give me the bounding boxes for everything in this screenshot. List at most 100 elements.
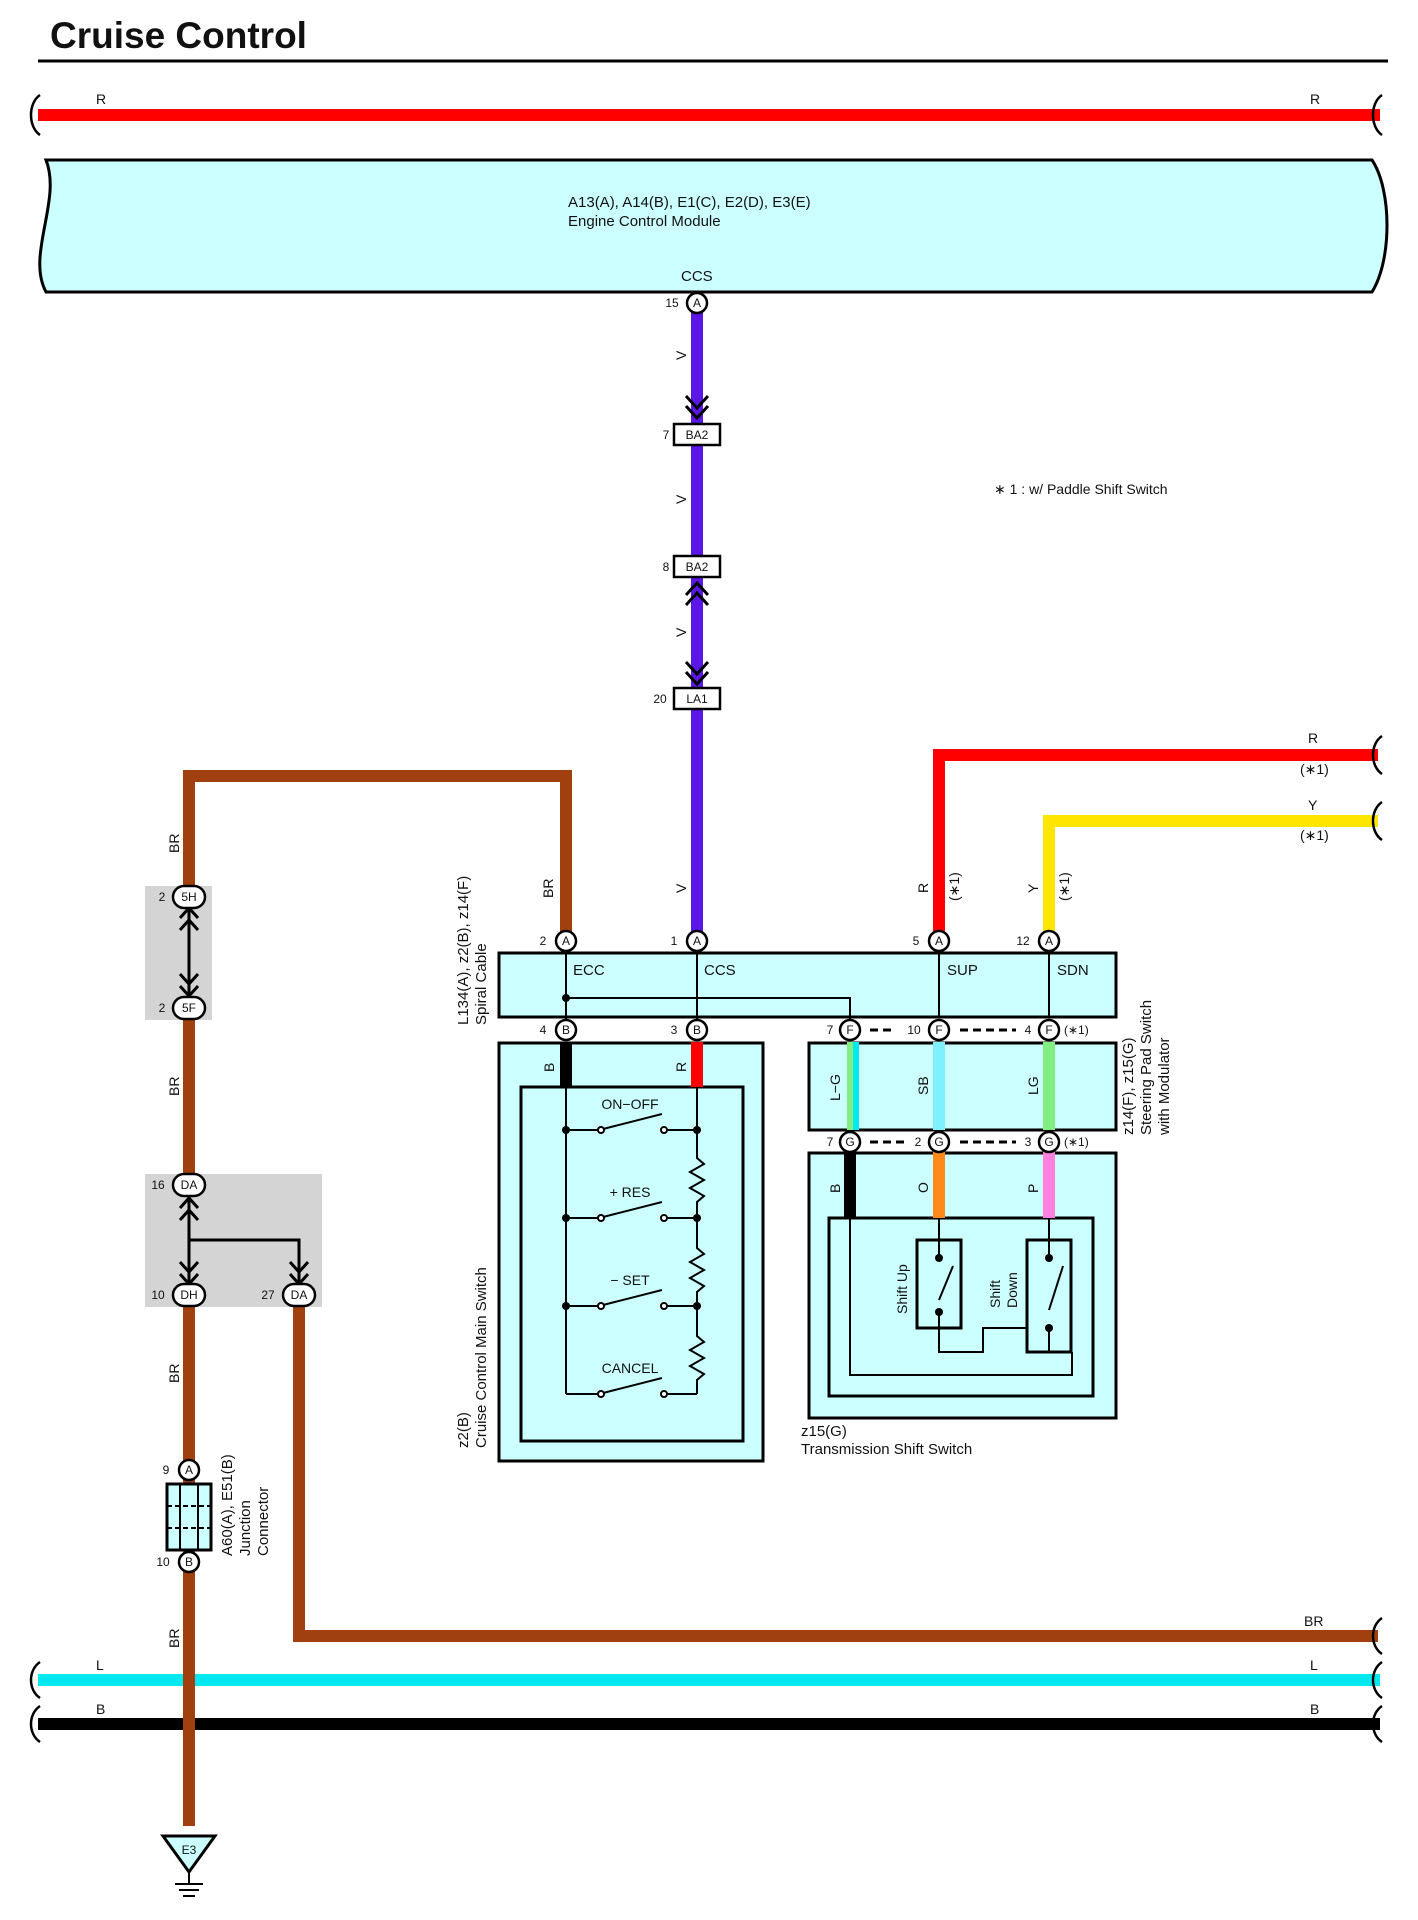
svg-text:7: 7 (663, 428, 670, 442)
svg-text:A60(A), E51(B): A60(A), E51(B) (219, 1454, 236, 1556)
svg-text:DH: DH (180, 1288, 197, 1302)
sup-red-wire: R (∗1) R (∗1) (915, 730, 1383, 940)
svg-text:3: 3 (671, 1023, 678, 1037)
pad-switch-bottom-pins: G 7 G 2 G 3 (∗1) (827, 1130, 1089, 1154)
svg-text:SDN: SDN (1057, 962, 1089, 979)
trans-switch-ref: z15(G) (801, 1423, 847, 1440)
svg-text:10: 10 (907, 1023, 921, 1037)
svg-text:B: B (185, 1555, 193, 1569)
svg-text:12: 12 (1016, 934, 1030, 948)
svg-text:(∗1): (∗1) (1300, 827, 1329, 843)
switch-res: + RES (562, 1184, 701, 1222)
svg-text:R: R (1308, 730, 1318, 746)
svg-text:9: 9 (163, 1463, 170, 1477)
svg-text:SUP: SUP (947, 962, 978, 979)
svg-text:BR: BR (166, 834, 182, 853)
svg-text:(∗1): (∗1) (1300, 761, 1329, 777)
ecm-connector-ref: A13(A), A14(B), E1(C), E2(D), E3(E) (568, 194, 811, 211)
svg-text:L: L (1310, 1657, 1318, 1673)
pad-switch-name-2: with Modulator (1156, 1037, 1173, 1136)
ecm-name: Engine Control Module (568, 213, 721, 230)
connector-ba2-pin7: BA2 7 (663, 394, 722, 447)
svg-text:4: 4 (1025, 1023, 1032, 1037)
svg-text:B: B (562, 1023, 570, 1037)
svg-text:BR: BR (166, 1629, 182, 1648)
svg-text:2: 2 (159, 890, 166, 904)
cruise-control-main-switch: B R ON−OFF + RES − SET (455, 1041, 765, 1463)
svg-text:27: 27 (261, 1288, 275, 1302)
svg-text:7: 7 (827, 1135, 834, 1149)
svg-text:5F: 5F (182, 1001, 196, 1015)
svg-text:16: 16 (151, 1178, 165, 1192)
svg-text:(∗1): (∗1) (946, 872, 962, 901)
svg-text:Junction: Junction (237, 1500, 254, 1556)
page-title: Cruise Control (50, 15, 307, 56)
svg-text:10: 10 (151, 1288, 165, 1302)
svg-text:Connector: Connector (255, 1487, 272, 1556)
svg-text:4: 4 (540, 1023, 547, 1037)
svg-text:LA1: LA1 (686, 692, 708, 706)
svg-text:A: A (693, 934, 701, 948)
junction-5h-5f: 5H 2 5F 2 (145, 884, 212, 1021)
svg-text:BA2: BA2 (686, 560, 709, 574)
svg-text:8: 8 (663, 560, 670, 574)
spiral-bottom-pins: B 4 B 3 F 7 F 10 F 4 (∗1) (540, 1018, 1089, 1042)
switch-cancel: CANCEL (566, 1360, 697, 1398)
footnote-paddle-shift: ∗ 1 : w/ Paddle Shift Switch (994, 481, 1168, 497)
transmission-shift-switch: B O P Shift Up Shift Down z15(G) Transmi… (801, 1142, 1118, 1458)
svg-text:B: B (1310, 1701, 1319, 1717)
ecm-terminal-ccs: CCS (681, 268, 713, 285)
svg-text:LG: LG (1025, 1076, 1041, 1095)
wire-label-v-3: V (673, 627, 689, 637)
svg-text:R: R (673, 1062, 689, 1072)
pad-switch-ref: z14(F), z15(G) (1120, 1037, 1137, 1135)
da27-brown-wire: BR (293, 1296, 1383, 1656)
svg-text:ON−OFF: ON−OFF (601, 1096, 658, 1112)
svg-text:Down: Down (1004, 1272, 1020, 1308)
top-r-bus: R R (29, 91, 1383, 137)
connector-ba2-pin8: BA2 8 (663, 554, 722, 607)
switch-on-off: ON−OFF (562, 1096, 701, 1134)
trans-switch-name: Transmission Shift Switch (801, 1441, 972, 1458)
svg-text:ECC: ECC (573, 962, 605, 979)
main-switch-ref: z2(B) (455, 1412, 472, 1448)
svg-text:L: L (96, 1657, 104, 1673)
svg-text:BR: BR (166, 1077, 182, 1096)
svg-text:CANCEL: CANCEL (602, 1360, 659, 1376)
svg-text:BR: BR (166, 1364, 182, 1383)
svg-text:A: A (185, 1463, 193, 1477)
svg-text:E3: E3 (182, 1843, 197, 1857)
svg-text:A: A (935, 934, 943, 948)
svg-text:L−G: L−G (827, 1074, 843, 1101)
junction-da-dh: DA 16 DH 10 DA 27 (145, 1172, 322, 1308)
br-bus-label: BR (1304, 1613, 1323, 1629)
svg-text:F: F (1045, 1023, 1052, 1037)
svg-text:15: 15 (665, 296, 679, 310)
spiral-cable: ECC CCS SUP SDN L134(A), z2(B), z14(F) S… (455, 876, 1118, 1030)
svg-text:+ RES: + RES (610, 1184, 651, 1200)
svg-text:DA: DA (291, 1288, 308, 1302)
pad-switch-name-1: Steering Pad Switch (1138, 1000, 1155, 1135)
svg-text:SB: SB (915, 1076, 931, 1095)
svg-text:DA: DA (181, 1178, 198, 1192)
svg-text:G: G (1044, 1135, 1053, 1149)
wire-label-v-2: V (673, 494, 689, 504)
svg-text:Shift: Shift (987, 1280, 1003, 1308)
ground-e3: E3 (160, 1834, 218, 1897)
l-b-buses: L L B B (29, 1657, 1383, 1744)
svg-text:BA2: BA2 (686, 428, 709, 442)
svg-text:− SET: − SET (610, 1272, 650, 1288)
svg-text:Y: Y (1025, 883, 1041, 893)
svg-text:BR: BR (540, 879, 556, 898)
engine-control-module: A13(A), A14(B), E1(C), E2(D), E3(E) Engi… (38, 158, 1389, 294)
svg-text:(∗1): (∗1) (1064, 1023, 1089, 1037)
svg-text:B: B (541, 1063, 557, 1072)
top-bus-label-right: R (1310, 91, 1320, 107)
svg-text:Y: Y (1308, 797, 1318, 813)
svg-text:5: 5 (913, 934, 920, 948)
svg-text:2: 2 (159, 1001, 166, 1015)
svg-text:CCS: CCS (704, 962, 736, 979)
svg-text:(∗1): (∗1) (1064, 1135, 1089, 1149)
connector-la1-pin20: LA1 20 (653, 660, 722, 711)
